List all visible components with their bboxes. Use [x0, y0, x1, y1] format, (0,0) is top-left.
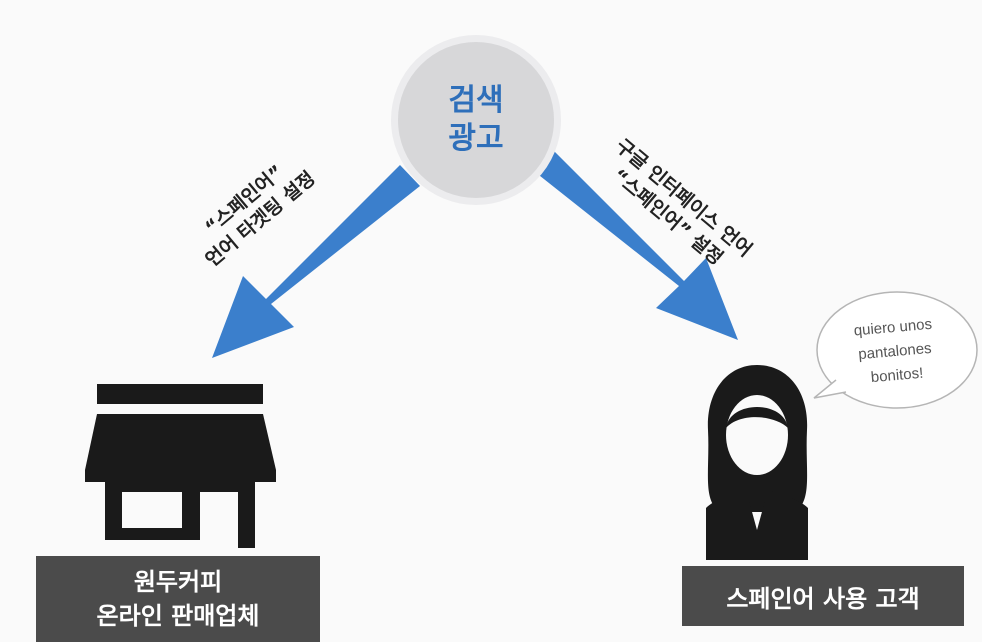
seller-caption: 원두커피 온라인 판매업체	[36, 556, 320, 642]
customer-caption: 스페인어 사용 고객	[682, 566, 964, 626]
customer-icon	[706, 365, 808, 560]
speech-bubble	[813, 291, 978, 409]
speech-bubble-text: quiero unos pantalones bonitos!	[833, 311, 957, 393]
seller-caption-line2: 온라인 판매업체	[96, 602, 260, 630]
customer-caption-text: 스페인어 사용 고객	[726, 584, 920, 613]
hub-title-line2: 광고	[448, 121, 504, 156]
search-ad-circle: 검색 광고	[398, 42, 554, 198]
right-arrow	[530, 147, 738, 340]
store-icon	[85, 384, 276, 548]
hub-title-line1: 검색	[448, 83, 504, 118]
left-arrow	[212, 165, 420, 358]
seller-caption-line1: 원두커피	[133, 568, 223, 596]
